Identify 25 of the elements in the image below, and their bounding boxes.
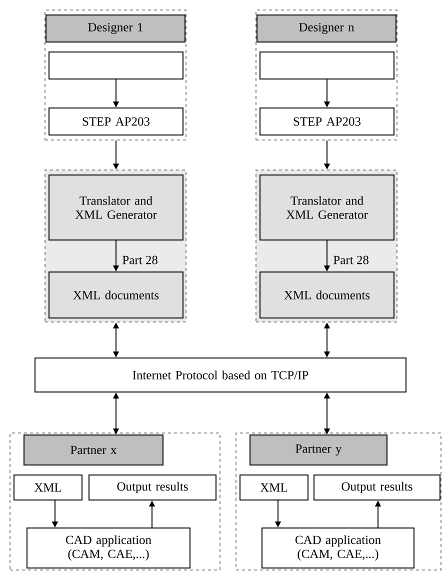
process-box: CAD application (CAM, CAE,...) bbox=[262, 528, 414, 568]
process-box: XML documents bbox=[48, 272, 184, 318]
process-box: XML bbox=[240, 474, 308, 500]
process-box: Translator and XML Generator bbox=[48, 174, 184, 240]
process-box: STEP AP203 bbox=[260, 108, 394, 136]
process-box: XML documents bbox=[260, 272, 394, 318]
process-box: Translator and XML Generator bbox=[260, 174, 394, 240]
group-frame bbox=[10, 432, 220, 570]
process-box: CAD application (CAM, CAE,...) bbox=[26, 528, 190, 568]
process-box: STEP AP203 bbox=[48, 108, 184, 136]
group-frame bbox=[236, 432, 442, 570]
header-box: Designer 1 bbox=[46, 14, 186, 42]
edge-label: Part 28 bbox=[332, 254, 370, 266]
header-box: Partner x bbox=[24, 434, 164, 466]
process-box: XML bbox=[14, 474, 82, 500]
empty-box bbox=[260, 52, 394, 80]
process-box: Internet Protocol based on TCP/IP bbox=[34, 358, 406, 392]
group-frame bbox=[44, 10, 186, 140]
process-box: Output results bbox=[314, 474, 440, 500]
empty-box bbox=[48, 52, 184, 80]
header-box: Designer n bbox=[256, 14, 396, 42]
group-frame bbox=[256, 10, 398, 140]
header-box: Partner y bbox=[250, 434, 388, 466]
process-box: Output results bbox=[88, 474, 216, 500]
edge-label: Part 28 bbox=[121, 254, 159, 266]
